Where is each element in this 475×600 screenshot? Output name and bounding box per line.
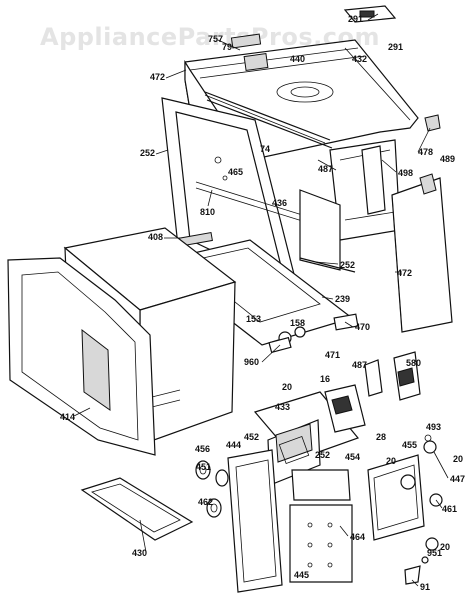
part-label-472: 472 <box>150 72 165 82</box>
part-label-291: 291 <box>348 14 363 24</box>
part-label-498: 498 <box>398 168 413 178</box>
part-label-433: 433 <box>275 402 290 412</box>
part-label-451: 451 <box>196 462 211 472</box>
part-label-440: 440 <box>290 54 305 64</box>
part-label-464: 464 <box>350 532 365 542</box>
part-label-252: 252 <box>340 260 355 270</box>
part-label-158: 158 <box>290 318 305 328</box>
part-label-447: 447 <box>450 474 465 484</box>
part-label-20: 20 <box>282 382 292 392</box>
leader-lines <box>73 13 449 587</box>
part-label-462: 462 <box>198 497 213 507</box>
part-label-28: 28 <box>376 432 386 442</box>
part-label-445: 445 <box>294 570 309 580</box>
part-label-960: 960 <box>244 357 259 367</box>
part-label-20: 20 <box>440 542 450 552</box>
part-label-79: 79 <box>222 42 232 52</box>
part-label-757: 757 <box>208 34 223 44</box>
part-label-74: 74 <box>260 144 270 154</box>
part-label-487: 487 <box>352 360 367 370</box>
knobs <box>195 460 229 518</box>
part-label-252: 252 <box>315 450 330 460</box>
part-label-452: 452 <box>244 432 259 442</box>
part-label-436: 436 <box>272 198 287 208</box>
part-label-489: 489 <box>440 154 455 164</box>
part-label-20: 20 <box>453 454 463 464</box>
part-label-455: 455 <box>402 440 417 450</box>
part-label-444: 444 <box>226 440 241 450</box>
part-label-493: 493 <box>426 422 441 432</box>
part-label-471: 471 <box>325 350 340 360</box>
part-labels: 291 291 757 79 440 432 472 252 74 465 48… <box>60 14 465 592</box>
part-label-465: 465 <box>228 167 243 177</box>
part-label-472: 472 <box>397 268 412 278</box>
control-panel-assembly <box>253 351 443 585</box>
side-panel-assembly <box>329 114 453 333</box>
part-label-951: 951 <box>427 548 442 558</box>
part-label-20: 20 <box>386 456 396 466</box>
part-label-16: 16 <box>320 374 330 384</box>
part-label-461: 461 <box>442 504 457 514</box>
part-label-414: 414 <box>60 412 75 422</box>
part-label-580: 580 <box>406 358 421 368</box>
part-label-91: 91 <box>420 582 430 592</box>
part-label-487: 487 <box>318 164 333 174</box>
tray <box>80 477 194 541</box>
part-label-408: 408 <box>148 232 163 242</box>
part-label-430: 430 <box>132 548 147 558</box>
part-label-454: 454 <box>345 452 360 462</box>
part-label-478: 478 <box>418 147 433 157</box>
part-label-470: 470 <box>355 322 370 332</box>
part-label-432: 432 <box>352 54 367 64</box>
door <box>7 257 156 456</box>
part-label-456: 456 <box>195 444 210 454</box>
door-panel <box>227 449 353 593</box>
part-label-291: 291 <box>388 42 403 52</box>
part-label-252: 252 <box>140 148 155 158</box>
part-label-239: 239 <box>335 294 350 304</box>
part-label-810: 810 <box>200 207 215 217</box>
part-label-153: 153 <box>246 314 261 324</box>
